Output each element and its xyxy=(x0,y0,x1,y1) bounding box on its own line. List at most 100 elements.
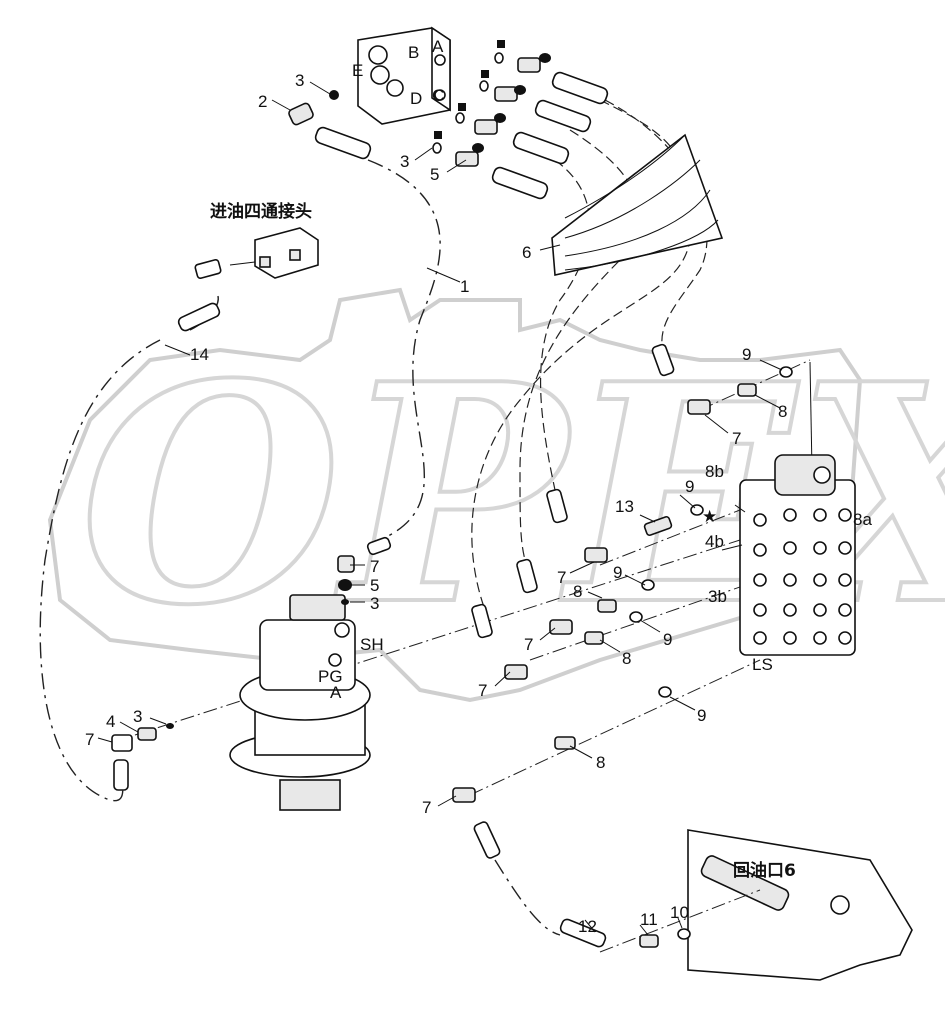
valve-bank-body xyxy=(739,479,856,656)
valve-block-side xyxy=(431,26,451,112)
hose-end-2 xyxy=(546,488,568,524)
elbow-7-4 xyxy=(504,664,528,680)
callout-3: 3 xyxy=(295,71,304,90)
elbow-7-top xyxy=(687,399,711,415)
pilot-valve-block: B A E D C xyxy=(352,26,451,125)
hose-end-top xyxy=(651,343,675,377)
callout-2: 2 xyxy=(258,92,267,111)
callout-9: 9 xyxy=(663,630,672,649)
tee-elbow xyxy=(194,259,222,279)
cap-b xyxy=(514,85,526,95)
elbow-e xyxy=(288,102,314,126)
hose-protector-6 xyxy=(539,133,724,276)
motor-pinion xyxy=(279,779,341,811)
callout-4: 4 xyxy=(106,712,115,731)
tee-port-1 xyxy=(259,256,271,268)
plug-square-2 xyxy=(481,70,489,78)
tank-wall xyxy=(687,829,913,981)
adapter-13 xyxy=(643,515,673,537)
port-sh-fitting xyxy=(334,622,350,638)
adapter-8-3 xyxy=(597,599,617,613)
port-c-hole xyxy=(434,89,446,101)
washer-d xyxy=(432,142,442,154)
washer-e xyxy=(329,90,339,100)
callout-8: 8 xyxy=(622,649,631,668)
hose-14 xyxy=(39,339,161,802)
washer-c xyxy=(455,112,465,124)
port-label-c: C xyxy=(432,86,444,105)
callout-leaders xyxy=(97,81,783,936)
star-mark: ★ xyxy=(702,507,717,526)
axis-mid-line xyxy=(529,579,761,661)
port-label-a-motor: A xyxy=(330,683,342,702)
elbow-7-3 xyxy=(549,619,573,635)
adapter-8-top xyxy=(737,383,757,397)
return-port-title: 回油口6 xyxy=(733,860,796,881)
callout-7: 7 xyxy=(370,557,379,576)
adapter-a xyxy=(517,57,541,73)
tank-return xyxy=(559,829,913,981)
leader-6 xyxy=(539,244,561,251)
port-hole-3 xyxy=(386,79,404,97)
motor-sh-fittings xyxy=(337,536,392,605)
callout-3: 3 xyxy=(133,707,142,726)
tee-port-2 xyxy=(289,249,301,261)
callout-7: 7 xyxy=(557,568,566,587)
inlet-tee-fitting xyxy=(177,227,319,332)
return-manifold xyxy=(700,855,790,911)
callout-8: 8 xyxy=(573,582,582,601)
cap-a xyxy=(539,53,551,63)
port-label-a: A xyxy=(432,37,444,56)
port-label-8b: 8b xyxy=(705,462,724,481)
elbow-7-5 xyxy=(452,787,476,803)
plug-square-4 xyxy=(434,131,442,139)
port-label-pg: PG xyxy=(318,667,343,686)
control-valve: 8a 8b 4b 3b LS ★ xyxy=(702,454,872,674)
callout-10: 10 xyxy=(670,903,689,922)
hose-d-main xyxy=(539,159,591,491)
plug-square-1 xyxy=(497,40,505,48)
tee-body xyxy=(254,227,319,279)
cap-d xyxy=(472,143,484,153)
port-label-ls: LS xyxy=(752,655,773,674)
washer-9-3 xyxy=(641,579,655,591)
port-label-d: D xyxy=(410,89,422,108)
callout-1: 1 xyxy=(460,277,469,296)
sh-adapter-5 xyxy=(338,579,352,591)
left-adapter-4 xyxy=(137,727,157,741)
callout-9: 9 xyxy=(697,706,706,725)
callout-3: 3 xyxy=(370,594,379,613)
tank-clamp xyxy=(830,895,850,915)
inlet-tee-title: 进油四通接头 xyxy=(210,201,312,222)
callout-5: 5 xyxy=(370,576,379,595)
tee-link xyxy=(229,261,256,266)
port-label-4b: 4b xyxy=(705,532,724,551)
callout-12: 12 xyxy=(578,917,597,936)
washer-9-5 xyxy=(658,686,672,698)
hose-end-3 xyxy=(516,558,538,594)
mid-fittings xyxy=(452,343,793,859)
tee-hose-end xyxy=(177,302,221,332)
elbow-7-2 xyxy=(584,547,608,563)
callout-9: 9 xyxy=(613,563,622,582)
hose-end-b xyxy=(534,99,592,133)
port-label-e: E xyxy=(352,61,363,80)
callout-7: 7 xyxy=(85,730,94,749)
axis-return-line xyxy=(469,659,761,796)
callout-11: 11 xyxy=(640,910,658,929)
hose-a-main xyxy=(604,99,708,346)
hose-end-12 xyxy=(559,918,607,948)
callout-6: 6 xyxy=(522,243,531,262)
callout-numbers: 3 2 3 5 6 1 14 9 8 7 13 9 7 9 8 9 7 8 7 … xyxy=(85,71,787,936)
callout-7: 7 xyxy=(732,429,741,448)
hose-end-4 xyxy=(471,603,493,639)
valve-top-port xyxy=(813,466,831,484)
valve-spools xyxy=(753,508,852,645)
motor-valve xyxy=(289,594,346,621)
port-a-hole xyxy=(434,54,446,66)
left-washer-3 xyxy=(166,723,174,729)
sh-washer-3 xyxy=(341,599,349,605)
adapter-8-4 xyxy=(584,631,604,645)
callout-9: 9 xyxy=(742,345,751,364)
